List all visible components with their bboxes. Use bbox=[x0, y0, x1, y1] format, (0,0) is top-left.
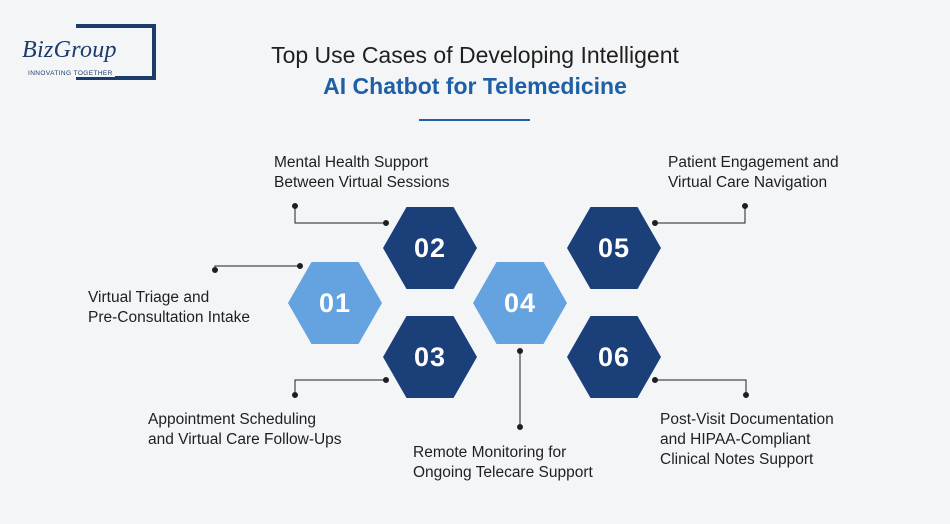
connector-dot-03b bbox=[292, 392, 298, 398]
title-underline bbox=[419, 119, 530, 121]
label-04-line2: Ongoing Telecare Support bbox=[413, 464, 593, 481]
label-01-line1: Virtual Triage and bbox=[88, 289, 210, 306]
label-01-line2: Pre-Consultation Intake bbox=[88, 309, 250, 326]
connector-dot-06a bbox=[652, 377, 658, 383]
connector-dot-01a bbox=[297, 263, 303, 269]
connector-02 bbox=[294, 206, 386, 224]
label-06-line3: Clinical Notes Support bbox=[660, 451, 814, 468]
hexagon-05: 05 bbox=[567, 207, 661, 289]
label-01: Virtual Triage and Pre-Consultation Inta… bbox=[88, 288, 250, 328]
connector-03 bbox=[294, 379, 386, 395]
label-02: Mental Health Support Between Virtual Se… bbox=[274, 153, 449, 193]
logo-tagline: INNOVATING TOGETHER bbox=[28, 70, 115, 77]
connector-05 bbox=[655, 206, 746, 224]
connector-dot-05a bbox=[652, 220, 658, 226]
label-03-line2: and Virtual Care Follow-Ups bbox=[148, 431, 342, 448]
label-05-line1: Patient Engagement and bbox=[668, 154, 839, 171]
hexagon-06: 06 bbox=[567, 316, 661, 398]
logo-frame bbox=[76, 24, 156, 80]
connector-dot-05b bbox=[742, 203, 748, 209]
page-title-line2: AI Chatbot for Telemedicine bbox=[323, 73, 627, 99]
label-06: Post-Visit Documentation and HIPAA-Compl… bbox=[660, 410, 834, 470]
label-02-line2: Between Virtual Sessions bbox=[274, 174, 450, 191]
label-06-line1: Post-Visit Documentation bbox=[660, 411, 834, 428]
logo-name: BizGroup bbox=[22, 37, 119, 64]
bizgroup-logo: BizGroup INNOVATING TOGETHER bbox=[22, 24, 156, 82]
connector-dot-04b bbox=[517, 424, 523, 430]
label-04: Remote Monitoring for Ongoing Telecare S… bbox=[413, 443, 593, 483]
connector-dot-04a bbox=[517, 348, 523, 354]
label-03: Appointment Scheduling and Virtual Care … bbox=[148, 410, 342, 450]
label-03-line1: Appointment Scheduling bbox=[148, 411, 317, 428]
label-05-line2: Virtual Care Navigation bbox=[668, 174, 828, 191]
connector-01 bbox=[214, 265, 300, 270]
label-02-line1: Mental Health Support bbox=[274, 154, 429, 171]
connector-dot-01b bbox=[212, 267, 218, 273]
label-05: Patient Engagement and Virtual Care Navi… bbox=[668, 153, 839, 193]
connector-dot-06b bbox=[743, 392, 749, 398]
connector-dot-02b bbox=[292, 203, 298, 209]
connector-06 bbox=[655, 379, 747, 395]
page-title-line1: Top Use Cases of Developing Intelligent bbox=[271, 42, 679, 68]
connector-dot-02a bbox=[383, 220, 389, 226]
connector-dot-03a bbox=[383, 377, 389, 383]
label-04-line1: Remote Monitoring for bbox=[413, 444, 567, 461]
label-06-line2: and HIPAA-Compliant bbox=[660, 431, 811, 448]
